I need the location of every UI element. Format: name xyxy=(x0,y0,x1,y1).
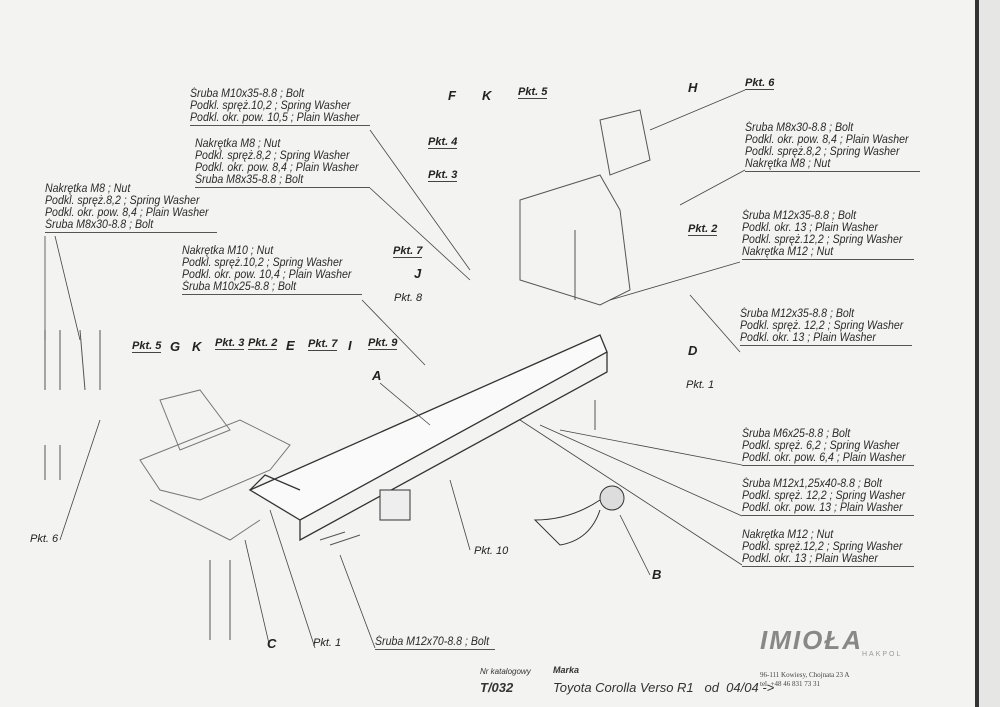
callout-line: Podkl. okr. 13 ; Plain Washer xyxy=(742,553,878,565)
callout-line: Podkl. okr. pow. 6,4 ; Plain Washer xyxy=(742,452,906,464)
part-letter: A xyxy=(372,368,382,383)
callout-line: Śruba M10x25-8.8 ; Bolt xyxy=(182,281,297,293)
part-letter: D xyxy=(688,343,698,358)
part-letter: G xyxy=(170,339,181,354)
callout-line: Podkl. okr. pow. 13 ; Plain Washer xyxy=(742,502,903,514)
point-label: Pkt. 7 xyxy=(393,245,423,258)
part-letter: F xyxy=(448,88,456,103)
left-bracket xyxy=(139,389,291,541)
address-line: 96-111 Kowiesy, Chojnata 23 A xyxy=(760,671,850,679)
logo-text: IMIOŁA xyxy=(760,625,863,655)
callout-line: Nakrętka M8 ; Nut xyxy=(745,158,831,170)
callout-m6x25: Śruba M6x25-8.8 ; Bolt Podkl. spręż. 6,2… xyxy=(742,428,914,466)
logo-subtitle: HAKPOL xyxy=(862,651,903,658)
tow-ball xyxy=(533,485,625,546)
callout-line: Śruba M12x35-8.8 ; Bolt xyxy=(740,308,855,320)
part-letter: J xyxy=(414,266,422,281)
point-label: Pkt. 2 xyxy=(248,337,278,350)
callout-m12x70: Śruba M12x70-8.8 ; Bolt xyxy=(375,636,495,650)
callout-m8x30-right: Śruba M8x30-8.8 ; Bolt Podkl. okr. pow. … xyxy=(745,122,920,172)
part-letter: I xyxy=(348,338,352,353)
callout-m12x35-b: Śruba M12x35-8.8 ; Bolt Podkl. spręż. 12… xyxy=(740,308,912,346)
point-label: Pkt. 2 xyxy=(688,223,718,236)
leader-lines xyxy=(44,89,746,649)
callout-line: Podkl. spręż.8,2 ; Spring Washer xyxy=(195,150,350,162)
callout-m12x125x40: Śruba M12x1,25x40-8.8 ; Bolt Podkl. sprę… xyxy=(742,478,914,516)
part-letter: K xyxy=(192,339,202,354)
callout-line: Podkl. spręż.8,2 ; Spring Washer xyxy=(45,195,200,207)
callout-m12x35-a: Śruba M12x35-8.8 ; Bolt Podkl. okr. 13 ;… xyxy=(742,210,914,260)
callout-line: Śruba M12x70-8.8 ; Bolt xyxy=(375,636,490,648)
callout-line: Śruba M8x30-8.8 ; Bolt xyxy=(745,122,854,134)
callout-line: Podkl. okr. pow. 8,4 ; Plain Washer xyxy=(745,134,909,146)
point-label: Pkt. 1 xyxy=(313,637,342,649)
point-label: Pkt. 7 xyxy=(308,338,338,351)
point-label: Pkt. 4 xyxy=(428,136,458,149)
callout-line: Nakrętka M8 ; Nut xyxy=(45,183,131,195)
callout-line: Śruba M12x35-8.8 ; Bolt xyxy=(742,210,857,222)
callout-line: Podkl. okr. pow. 8,4 ; Plain Washer xyxy=(45,207,209,219)
callout-line: Śruba M8x30-8.8 ; Bolt xyxy=(45,219,154,231)
vehicle-model: Toyota Corolla Verso R1 od 04/04 -> xyxy=(553,680,775,695)
point-label: Pkt. 9 xyxy=(368,337,398,350)
callout-line: Nakrętka M12 ; Nut xyxy=(742,246,834,258)
callout-line: Podkl. okr. 13 ; Plain Washer xyxy=(742,222,878,234)
point-label: Pkt. 1 xyxy=(686,379,715,391)
callout-line: Podkl. spręż.12,2 ; Spring Washer xyxy=(742,234,903,246)
tow-bar-beam xyxy=(248,334,608,542)
callout-line: Nakrętka M12 ; Nut xyxy=(742,529,834,541)
point-label: Pkt. 6 xyxy=(30,533,59,545)
callout-m12-nut: Nakrętka M12 ; Nut Podkl. spręż.12,2 ; S… xyxy=(742,529,914,567)
callout-m8x35: Nakrętka M8 ; Nut Podkl. spręż.8,2 ; Spr… xyxy=(195,138,370,188)
part-letter: C xyxy=(267,636,277,651)
point-label: Pkt. 8 xyxy=(394,292,423,304)
company-address: 96-111 Kowiesy, Chojnata 23 A tel. +48 4… xyxy=(760,671,849,689)
company-logo: IMIOŁA xyxy=(760,625,863,656)
bolts xyxy=(44,230,596,640)
callout-line: Podkl. spręż.10,2 ; Spring Washer xyxy=(190,100,351,112)
point-label: Pkt. 10 xyxy=(474,545,509,557)
catalog-label: Nr katalogowy xyxy=(480,667,531,676)
point-label: Pkt. 3 xyxy=(215,337,245,350)
callout-line: Podkl. spręż.10,2 ; Spring Washer xyxy=(182,257,343,269)
callout-line: Śruba M6x25-8.8 ; Bolt xyxy=(742,428,851,440)
phone-line: tel. +48 46 831 73 31 xyxy=(760,680,820,688)
callout-line: Nakrętka M10 ; Nut xyxy=(182,245,274,257)
point-label: Pkt. 3 xyxy=(428,169,458,182)
callout-line: Śruba M10x35-8.8 ; Bolt xyxy=(190,88,305,100)
callout-line: Podkl. okr. 13 ; Plain Washer xyxy=(740,332,876,344)
callout-line: Podkl. okr. pow. 10,4 ; Plain Washer xyxy=(182,269,352,281)
point-label: Pkt. 5 xyxy=(132,340,162,353)
page-border xyxy=(975,0,979,707)
callout-m10x35: Śruba M10x35-8.8 ; Bolt Podkl. spręż.10,… xyxy=(190,88,370,126)
callout-m10x25: Nakrętka M10 ; Nut Podkl. spręż.10,2 ; S… xyxy=(182,245,362,295)
callout-line: Podkl. spręż. 6,2 ; Spring Washer xyxy=(742,440,900,452)
socket-plate xyxy=(379,489,411,521)
callout-line: Nakrętka M8 ; Nut xyxy=(195,138,281,150)
callout-line: Podkl. okr. pow. 8,4 ; Plain Washer xyxy=(195,162,359,174)
callout-line: Podkl. spręż.12,2 ; Spring Washer xyxy=(742,541,903,553)
callout-m8x30-left: Nakrętka M8 ; Nut Podkl. spręż.8,2 ; Spr… xyxy=(45,183,217,233)
part-letter: B xyxy=(652,567,662,582)
callout-line: Podkl. spręż. 12,2 ; Spring Washer xyxy=(740,320,904,332)
brand-label: Marka xyxy=(553,665,580,675)
part-letter: E xyxy=(286,338,295,353)
part-letter: K xyxy=(482,88,492,103)
point-label: Pkt. 6 xyxy=(745,77,775,90)
callout-line: Podkl. spręż.8,2 ; Spring Washer xyxy=(745,146,900,158)
point-label: Pkt. 5 xyxy=(518,86,548,99)
callout-line: Podkl. okr. pow. 10,5 ; Plain Washer xyxy=(190,112,360,124)
part-letter: H xyxy=(688,80,698,95)
callout-line: Śruba M12x1,25x40-8.8 ; Bolt xyxy=(742,478,882,490)
catalog-number: T/032 xyxy=(480,680,514,695)
scan-margin xyxy=(979,0,1000,707)
callout-line: Podkl. spręż. 12,2 ; Spring Washer xyxy=(742,490,906,502)
right-bracket xyxy=(519,109,651,306)
callout-line: Śruba M8x35-8.8 ; Bolt xyxy=(195,174,304,186)
